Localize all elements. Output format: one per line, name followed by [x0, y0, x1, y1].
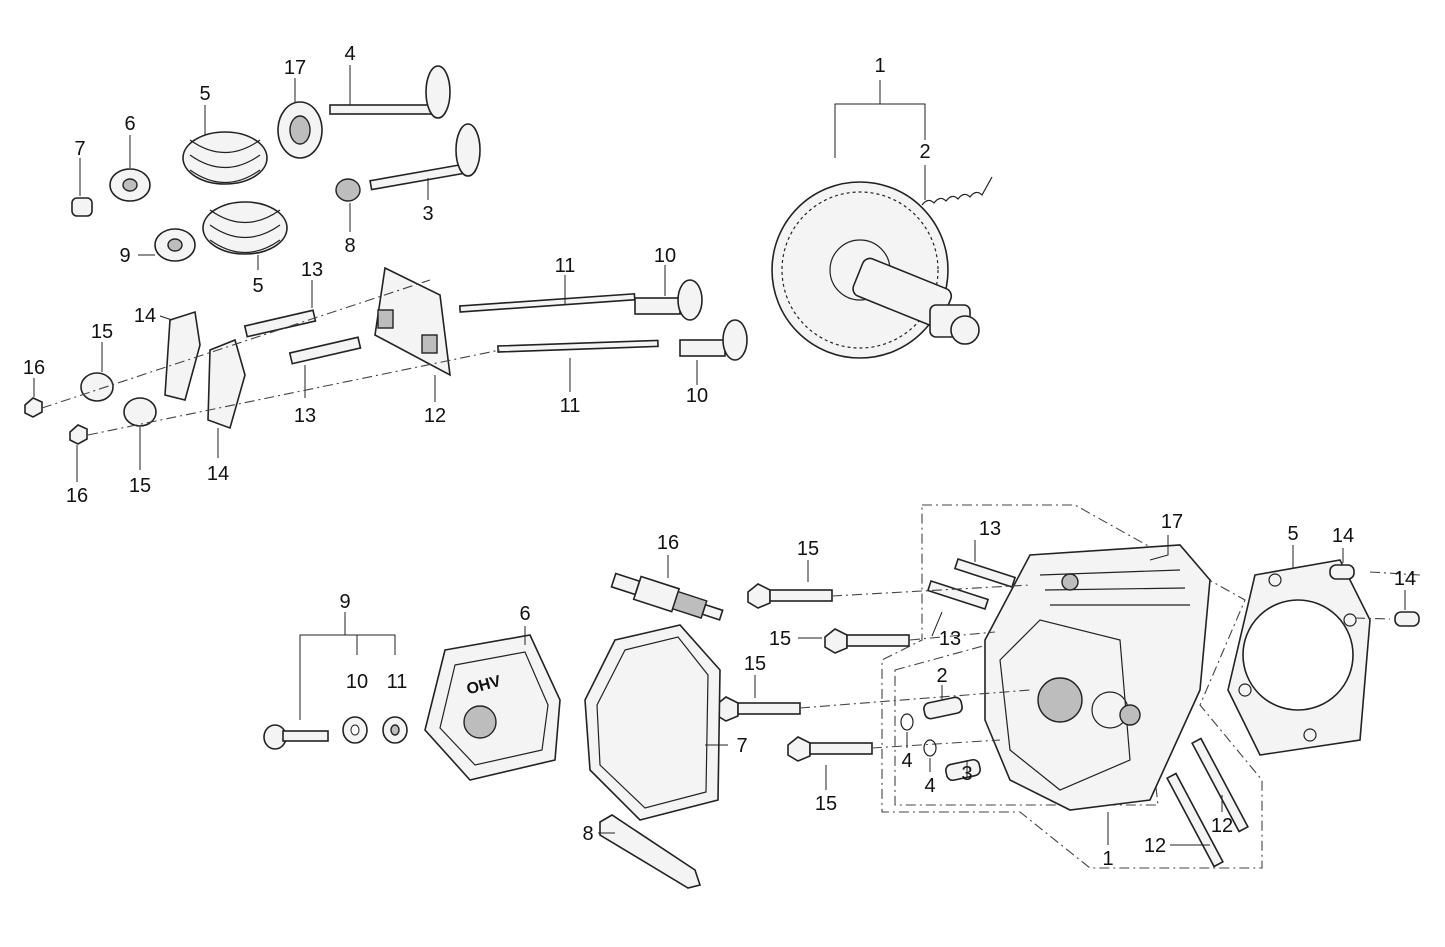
tappet-upper — [634, 279, 703, 321]
rocker-arm-upper — [164, 310, 201, 401]
callout-bottom-13b: 13 — [939, 628, 961, 650]
valve-cover: OHV — [424, 634, 561, 781]
valve-cover-gasket — [584, 624, 721, 821]
callout-bottom-12b: 12 — [1144, 835, 1166, 857]
head-bolt-3 — [715, 696, 801, 722]
callout-bottom-11: 11 — [387, 671, 408, 693]
callout-top-10a: 10 — [654, 245, 676, 267]
long-stud-upper — [1191, 737, 1249, 833]
governor-spring — [921, 176, 993, 206]
callout-top-11a: 11 — [555, 255, 576, 277]
head-bolt-4 — [787, 736, 873, 762]
tappet-lower — [679, 319, 748, 361]
callout-top-1: 1 — [874, 55, 885, 77]
callout-top-8: 8 — [344, 235, 355, 257]
callout-bottom-14b: 14 — [1394, 568, 1416, 590]
callout-bottom-14a: 14 — [1332, 525, 1354, 547]
callout-bottom-2: 2 — [936, 665, 947, 687]
callout-top-11b: 11 — [560, 395, 581, 417]
spark-plug — [610, 572, 724, 621]
rocker-arm-lower — [207, 338, 246, 430]
callout-top-14b: 14 — [207, 463, 229, 485]
callout-top-13b: 13 — [294, 405, 316, 427]
cylinder-head — [984, 544, 1211, 811]
bottom-assembly: OHV 1 2 3 4 4 5 6 7 8 9 — [263, 504, 1421, 889]
push-rod-lower — [497, 339, 659, 353]
callout-top-3: 3 — [422, 203, 433, 225]
head-gasket — [1227, 559, 1371, 756]
intake-valve — [369, 123, 481, 191]
callout-top-2: 2 — [919, 141, 930, 163]
callout-top-15a: 15 — [91, 321, 113, 343]
adjusting-nut-lower — [123, 397, 157, 427]
callout-top-5b: 5 — [252, 275, 263, 297]
callout-bottom-4b: 4 — [924, 775, 935, 797]
o-ring-upper — [900, 713, 914, 731]
callout-bottom-10: 10 — [346, 671, 368, 693]
lock-nut-upper — [24, 397, 43, 418]
callout-top-7: 7 — [74, 138, 85, 160]
exhaust-valve — [329, 65, 451, 119]
valve-spring-upper — [182, 131, 268, 185]
head-bolt-2 — [824, 628, 910, 654]
valve-stem-seal — [335, 178, 361, 202]
head-stud-lower — [926, 579, 990, 611]
callout-top-14a: 14 — [134, 305, 156, 327]
rocker-stud-lower — [288, 336, 362, 365]
callout-bottom-8: 8 — [582, 823, 593, 845]
callout-top-10b: 10 — [686, 385, 708, 407]
callout-top-5a: 5 — [199, 83, 210, 105]
callout-bottom-3: 3 — [961, 763, 972, 785]
callout-top-17: 17 — [284, 57, 306, 79]
callout-bottom-16: 16 — [657, 532, 679, 554]
callout-top-15b: 15 — [129, 475, 151, 497]
camshaft-gear — [771, 181, 980, 359]
head-bolt-1 — [747, 583, 833, 609]
long-stud-lower — [1166, 772, 1224, 868]
dowel-pin-lower — [1394, 611, 1420, 627]
callout-bottom-13a: 13 — [979, 518, 1001, 540]
breather-tube — [599, 814, 702, 889]
dowel-pin-2 — [923, 696, 963, 720]
callout-bottom-5: 5 — [1287, 523, 1298, 545]
callout-bottom-6: 6 — [519, 603, 530, 625]
top-assembly: 1 2 3 4 5 5 6 7 8 9 10 10 11 11 12 13 13… — [23, 43, 993, 507]
valve-cotter — [71, 197, 93, 217]
callout-top-9: 9 — [119, 245, 130, 267]
callout-bottom-15a: 15 — [797, 538, 819, 560]
dowel-pin-3 — [945, 758, 981, 782]
valve-spring-lower — [202, 201, 288, 255]
push-rod-upper — [458, 292, 636, 313]
callout-bottom-7: 7 — [736, 735, 747, 757]
callout-bottom-15d: 15 — [815, 793, 837, 815]
callout-top-12: 12 — [424, 405, 446, 427]
adjusting-nut-upper — [80, 372, 114, 402]
o-ring-lower — [923, 739, 937, 757]
lock-nut-lower — [69, 424, 88, 445]
callout-bottom-1: 1 — [1102, 848, 1113, 870]
head-stud-upper — [953, 557, 1017, 589]
callout-top-16b: 16 — [66, 485, 88, 507]
callout-bottom-15c: 15 — [744, 653, 766, 675]
callout-bottom-12a: 12 — [1211, 815, 1233, 837]
callout-bottom-17: 17 — [1161, 511, 1183, 533]
callout-bottom-15b: 15 — [769, 628, 791, 650]
callout-bottom-9: 9 — [339, 591, 350, 613]
callout-top-16a: 16 — [23, 357, 45, 379]
cover-bolt — [263, 724, 329, 750]
dowel-pin-upper — [1329, 564, 1355, 580]
callout-top-13a: 13 — [301, 259, 323, 281]
callout-top-4: 4 — [344, 43, 355, 65]
rocker-stud-upper — [243, 309, 317, 338]
callout-top-6: 6 — [124, 113, 135, 135]
callout-bottom-4a: 4 — [901, 750, 912, 772]
